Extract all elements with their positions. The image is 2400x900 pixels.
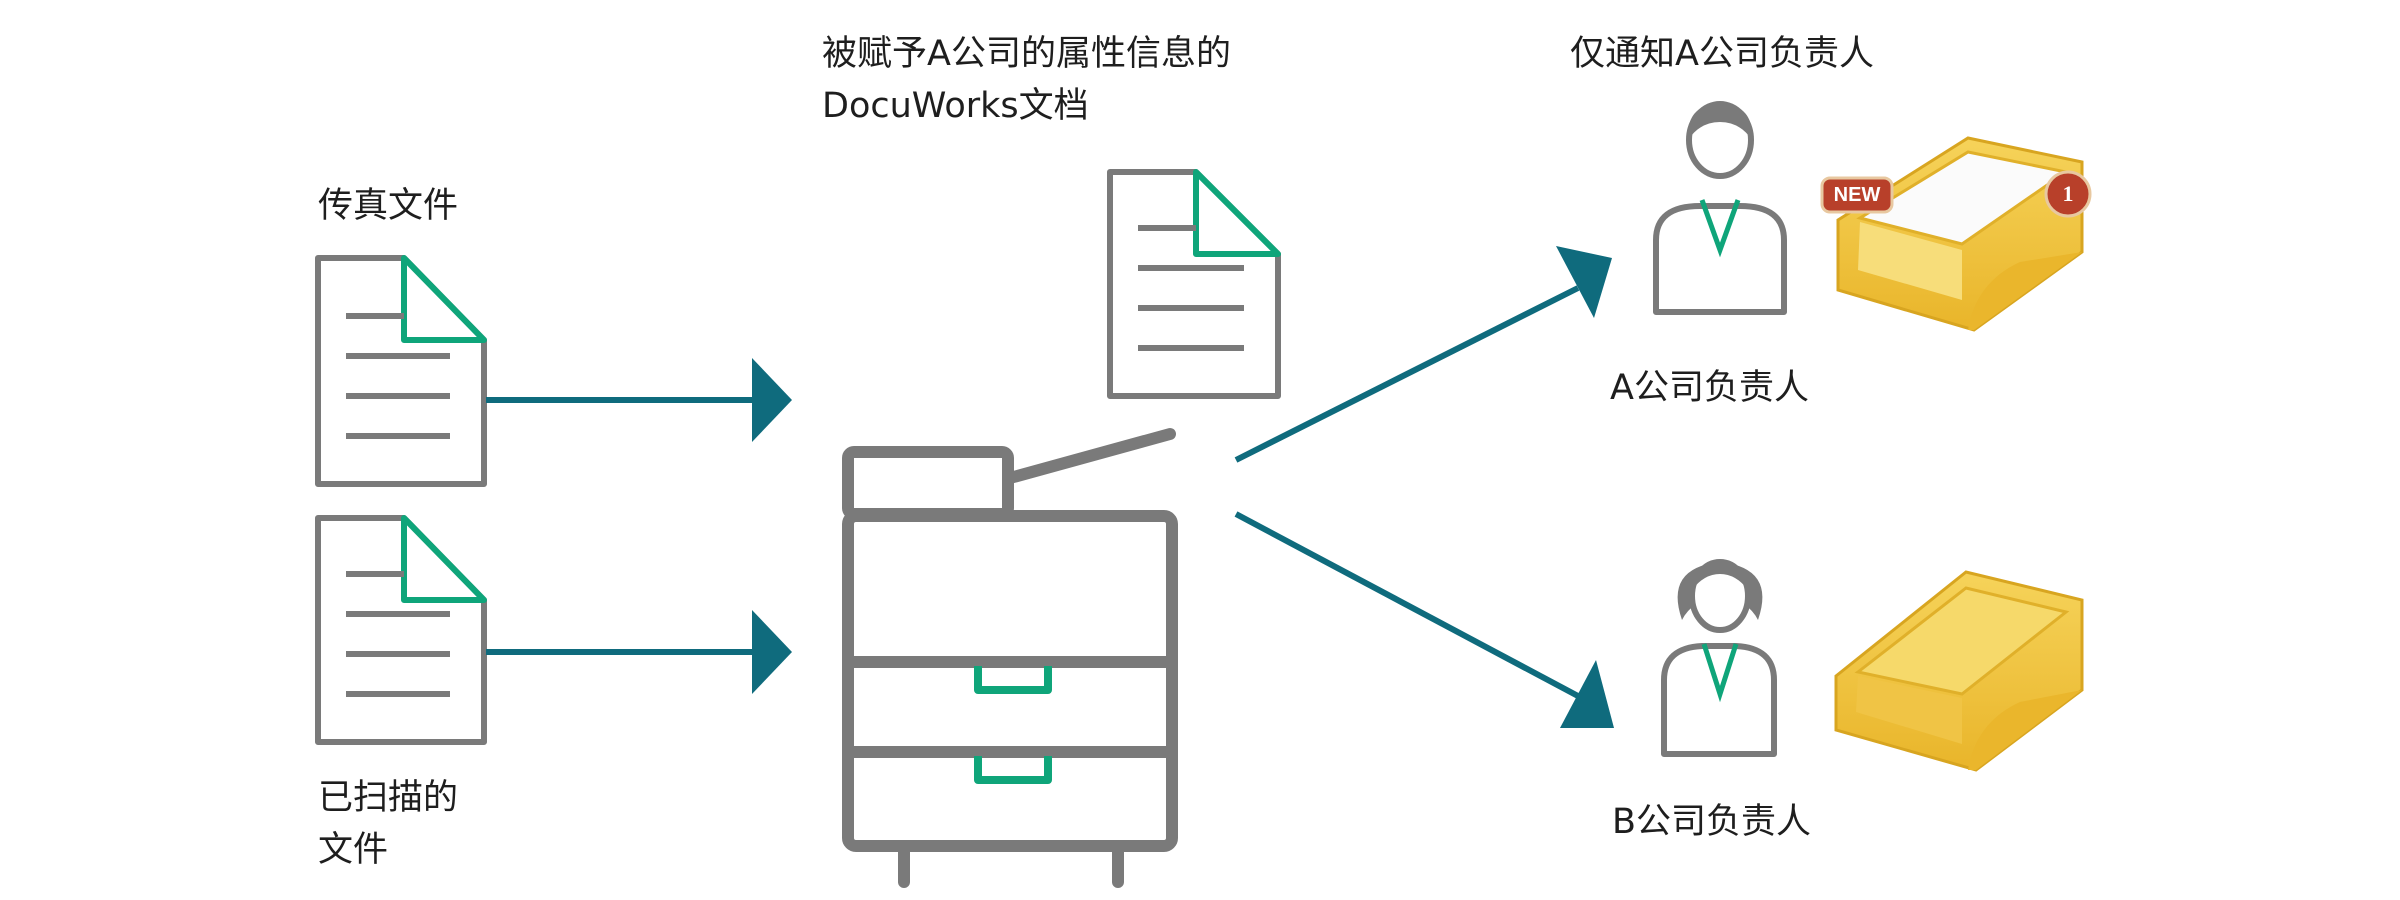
fax-document-label: 传真文件 (318, 186, 459, 226)
inbox-tray-a-icon (1820, 136, 2092, 332)
scanned-document-label: 已扫描的 文件 (318, 772, 458, 876)
device-to-a-arrow (1234, 246, 1612, 463)
scanned-document-icon (315, 515, 487, 745)
new-badge (1820, 176, 1894, 214)
docuworks-document-icon (1107, 169, 1281, 399)
person-b-icon (1661, 559, 1777, 757)
new-badge-label: NEW (1833, 184, 1881, 206)
count-badge (2044, 170, 2092, 218)
scanned-document-label-line1: 已扫描的 (318, 778, 459, 818)
person-a-label: A公司负责人 (1610, 368, 1809, 408)
docuworks-label-line1: 被赋予A公司的属性信息的 (822, 34, 1231, 74)
count-badge-label: 1 (2062, 181, 2074, 206)
multifunction-printer-icon (842, 428, 1178, 888)
docuworks-label-line2: DocuWorks文档 (822, 86, 1089, 126)
inbox-tray-b-icon (1834, 570, 2084, 772)
person-a-icon (1653, 101, 1787, 315)
device-to-b-arrow (1234, 511, 1614, 728)
person-b-label: B公司负责人 (1612, 802, 1812, 842)
scan-to-device-arrow (486, 610, 792, 694)
docuworks-document-label: 被赋予A公司的属性信息的 DocuWorks文档 (822, 28, 1231, 132)
fax-to-device-arrow (486, 358, 792, 442)
scanned-document-label-line2: 文件 (318, 830, 389, 870)
notify-only-a-label: 仅通知A公司负责人 (1570, 34, 1874, 74)
fax-document-icon (315, 255, 487, 487)
